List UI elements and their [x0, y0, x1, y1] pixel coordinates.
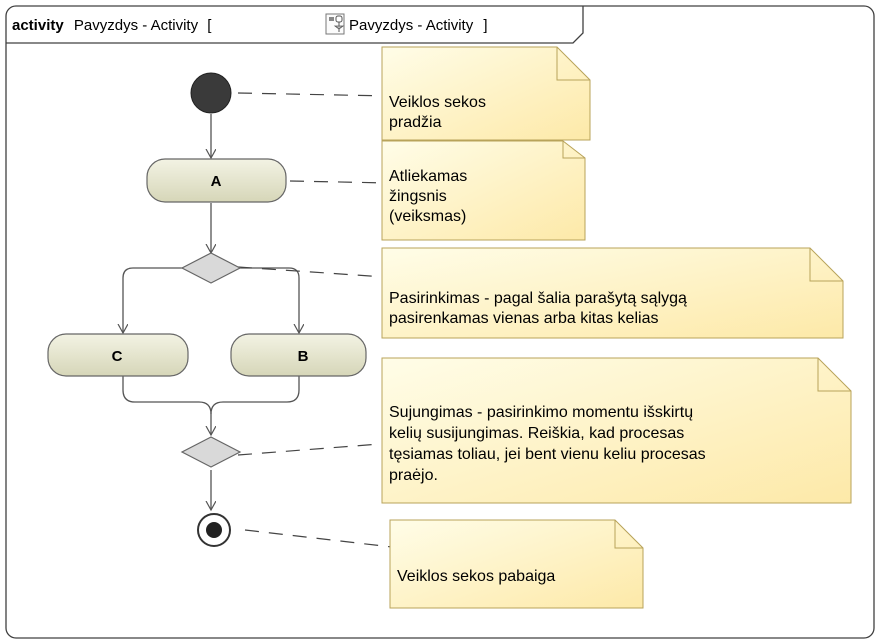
note-action-line-1: Atliekamas	[389, 168, 467, 185]
note-merge-line-3: tęsiamas toliau, jei bent vienu keliu pr…	[389, 446, 706, 463]
note-action: Atliekamas žingsnis (veiksmas)	[381, 140, 586, 241]
anchor-action	[289, 180, 391, 184]
action-c-label: C	[112, 348, 123, 365]
note-initial-line-2: pradžia	[389, 114, 442, 131]
action-c[interactable]: C	[47, 333, 189, 377]
note-merge-line-4: praėjo.	[389, 467, 438, 484]
flow-b-to-merge	[210, 375, 300, 415]
note-merge-line-2: kelių susijungimas. Reiškia, kad procesa…	[389, 425, 684, 442]
flow-c-to-merge	[122, 375, 211, 435]
frame-bracket-open: [	[207, 17, 212, 34]
frame-ref-name: Pavyzdys - Activity	[349, 17, 474, 34]
flow-decision-to-c	[123, 267, 191, 333]
svg-text:Pavyzdys - Activity ]: Pavyzdys - Activity ]	[349, 17, 488, 34]
svg-text:Sujungimas - pasirinkimo momen: Sujungimas - pasirinkimo momentu išskirt…	[389, 404, 710, 484]
initial-node[interactable]	[190, 72, 232, 114]
note-decision-line-2: pasirenkamas vienas arba kitas kelias	[389, 310, 658, 327]
svg-text:Veiklos sekos pradžia: Veiklos sekos pradžia	[389, 94, 490, 131]
action-b[interactable]: B	[230, 333, 367, 377]
frame-bracket-close: ]	[483, 17, 487, 34]
note-merge: Sujungimas - pasirinkimo momentu išskirt…	[381, 357, 852, 504]
decision-node[interactable]	[180, 252, 242, 284]
svg-text:Pasirinkimas - pagal šalia par: Pasirinkimas - pagal šalia parašytą sąly…	[389, 290, 691, 327]
note-final-line-1: Veiklos sekos pabaiga	[397, 568, 555, 585]
svg-text:Atliekamas žingsnis: Atliekamas žingsnis (veiksmas)	[389, 168, 472, 225]
note-final: Veiklos sekos pabaiga	[389, 519, 644, 609]
anchor-final	[244, 529, 393, 548]
anchor-decision	[237, 266, 386, 278]
anchor-initial	[237, 92, 391, 97]
merge-node[interactable]	[180, 436, 242, 468]
note-initial: Veiklos sekos pradžia	[381, 46, 591, 141]
frame-name: Pavyzdys - Activity	[74, 17, 199, 34]
action-a-label: A	[211, 173, 222, 190]
svg-text:activity Pavyzdys - Activi: activity Pavyzdys - Activity [	[12, 17, 212, 34]
frame-keyword: activity	[12, 17, 64, 34]
note-decision: Pasirinkimas - pagal šalia parašytą sąly…	[381, 247, 844, 339]
note-decision-line-1: Pasirinkimas - pagal šalia parašytą sąly…	[389, 290, 687, 307]
note-initial-line-1: Veiklos sekos	[389, 94, 486, 111]
note-merge-line-1: Sujungimas - pasirinkimo momentu išskirt…	[389, 404, 693, 421]
activity-diagram-icon	[325, 13, 345, 35]
action-b-label: B	[298, 348, 309, 365]
action-a[interactable]: A	[146, 158, 287, 203]
note-action-line-2: žingsnis	[389, 188, 447, 205]
final-node[interactable]	[197, 513, 231, 547]
frame-tab	[6, 6, 584, 44]
note-anchors	[237, 92, 393, 548]
note-action-line-3: (veiksmas)	[389, 208, 466, 225]
